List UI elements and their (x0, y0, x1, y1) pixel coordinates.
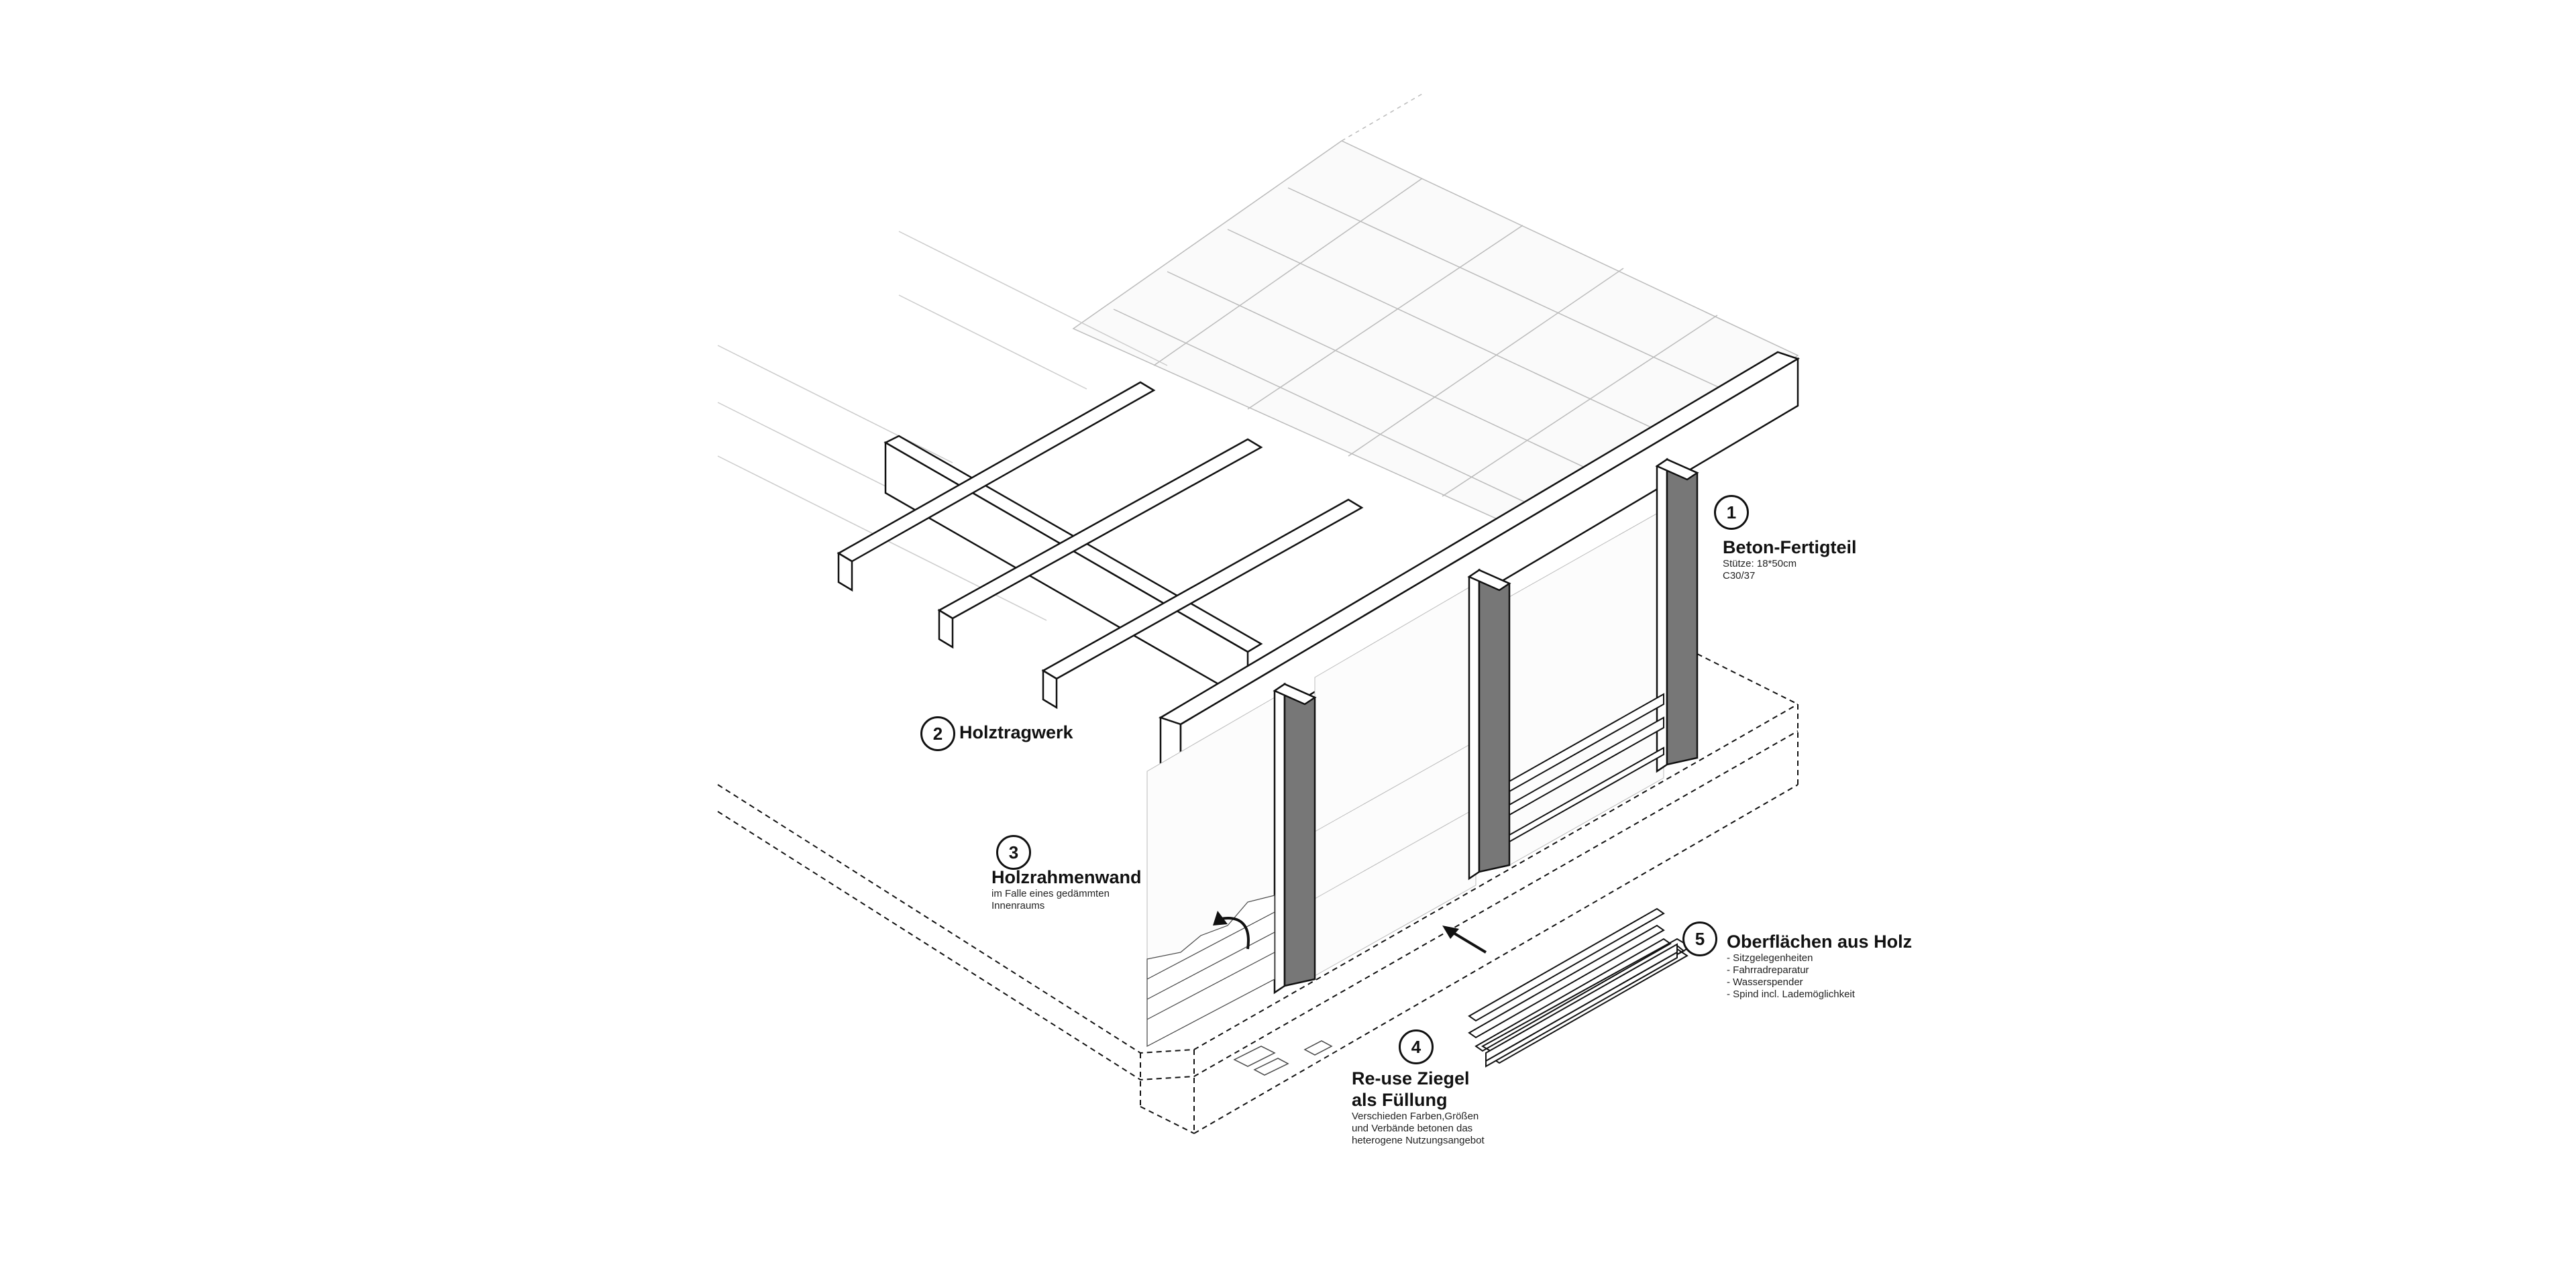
annotation-5-title: Oberflächen aus Holz (1727, 932, 1913, 952)
roof-slabs (1072, 93, 1799, 537)
annotation-5-line-2: - Fahrradreparatur (1727, 964, 1809, 976)
annotation-3-line-2: Innenraums (991, 900, 1045, 911)
annotation-5-line-1: - Sitzgelegenheiten (1727, 952, 1813, 964)
annotation-4-line-2: und Verbände betonen das (1352, 1123, 1473, 1134)
annotation-4-title-line-1: Re-use Ziegel (1352, 1068, 1470, 1088)
annotation-4-number: 4 (1399, 1029, 1434, 1064)
annotation-3-line-1: im Falle eines gedämmten (991, 888, 1110, 899)
annotation-4: Re-use Ziegel als Füllung Verschieden Fa… (1352, 1068, 1485, 1147)
loose-bricks (1233, 1040, 1333, 1076)
annotation-2: Holztragwerk (959, 722, 1073, 743)
annotation-3-title: Holzrahmenwand (991, 867, 1142, 887)
annotation-1-title: Beton-Fertigteil (1723, 537, 1857, 557)
concrete-columns (1273, 457, 1699, 995)
annotation-1: Beton-Fertigteil Stütze: 18*50cm C30/37 (1723, 537, 1857, 582)
foundation (717, 653, 1799, 1134)
annotation-5-number: 5 (1682, 921, 1717, 956)
annotation-5-line-3: - Wasserspender (1727, 976, 1803, 988)
benches (1509, 693, 1664, 843)
annotation-4-line-3: heterogene Nutzungsangebot (1352, 1135, 1485, 1146)
brick-infill (1146, 895, 1275, 1047)
annotation-1-line-2: C30/37 (1723, 570, 1756, 581)
annotation-2-title: Holztragwerk (959, 722, 1073, 742)
annotation-3: Holzrahmenwand im Falle eines gedämmten … (991, 866, 1142, 912)
wall-infill (1146, 509, 1664, 1047)
arrows (1213, 911, 1487, 954)
annotation-4-line-1: Verschieden Farben,Größen (1352, 1111, 1479, 1122)
annotation-4-title-line-2: als Füllung (1352, 1090, 1448, 1110)
annotation-2-number: 2 (920, 716, 955, 751)
wooden-boards (1468, 907, 1693, 1068)
annotation-3-number: 3 (996, 835, 1031, 870)
annotation-5: Oberflächen aus Holz - Sitzgelegenheiten… (1727, 931, 1912, 1001)
annotation-5-line-4: - Spind incl. Lademöglichkeit (1727, 989, 1855, 1000)
annotation-1-line-1: Stütze: 18*50cm (1723, 558, 1797, 569)
annotation-1-number: 1 (1714, 495, 1749, 530)
